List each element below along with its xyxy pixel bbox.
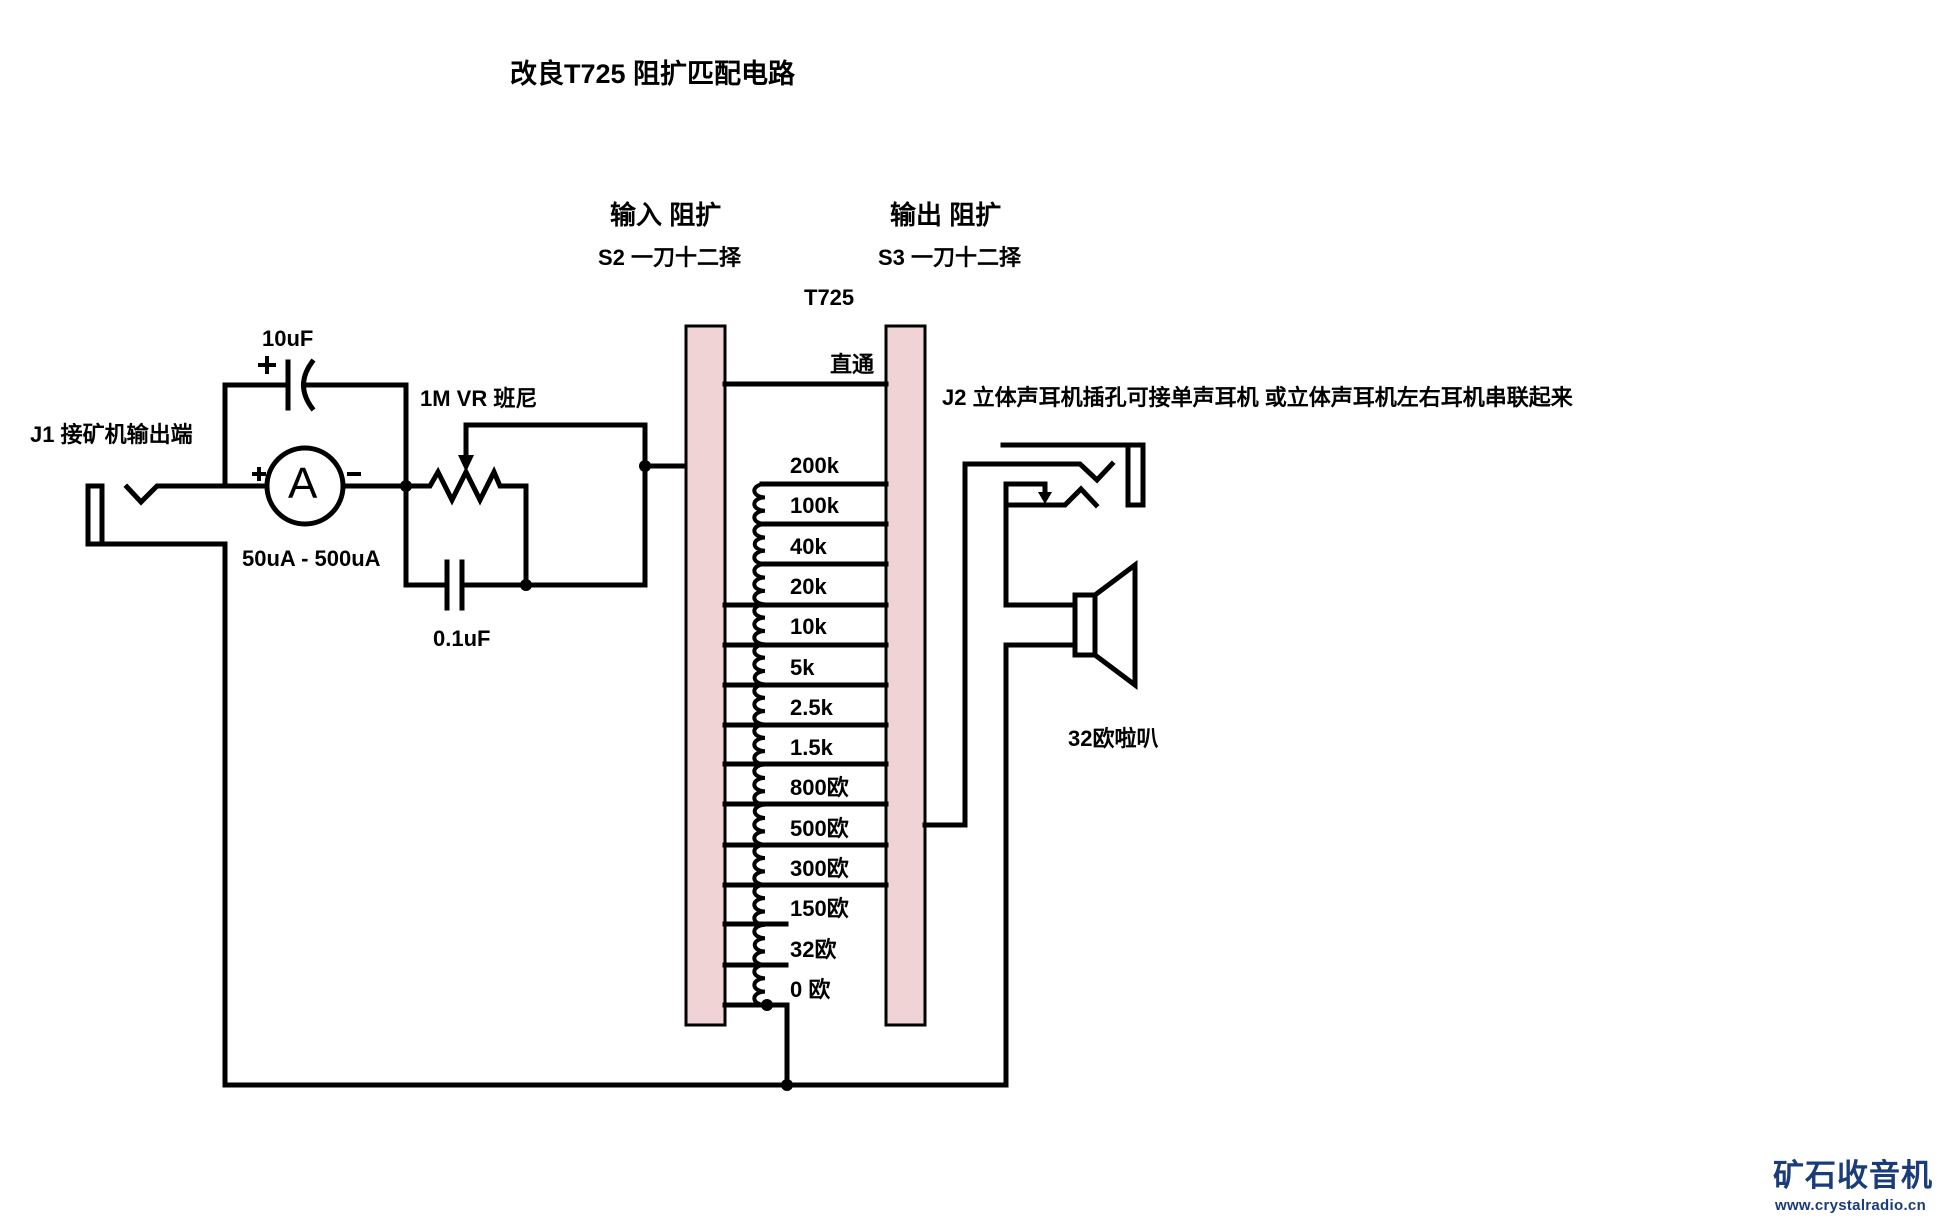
transformer-coil bbox=[752, 482, 766, 1007]
diagram-title: 改良T725 阻扩匹配电路 bbox=[510, 59, 796, 89]
bypass-label: 直通 bbox=[830, 352, 875, 377]
speaker-label: 32欧啦叭 bbox=[1068, 726, 1159, 751]
tap-label: 200k bbox=[790, 453, 839, 478]
input-switch-heading: 输入 阻扩 bbox=[610, 200, 722, 230]
tap-label: 32欧 bbox=[790, 936, 837, 962]
tap-label: 150欧 bbox=[790, 896, 849, 922]
transformer-label: T725 bbox=[804, 285, 855, 310]
j1-input-jack bbox=[85, 483, 268, 1088]
ammeter bbox=[222, 445, 409, 527]
output-switch-heading: 输出 阻扩 bbox=[890, 200, 1002, 230]
switch-s3-bar bbox=[884, 324, 927, 1027]
logo-url: www.crystalradio.cn bbox=[1775, 1197, 1927, 1214]
tap-label: 10k bbox=[790, 614, 827, 640]
ground-junction bbox=[781, 1079, 793, 1091]
tap-lines bbox=[722, 481, 889, 1088]
tap-label: 0 欧 bbox=[790, 976, 831, 1002]
capacitor-10uf bbox=[222, 356, 409, 489]
tap-label: 300欧 bbox=[790, 856, 849, 881]
output-switch-label: S3 一刀十二择 bbox=[878, 245, 1022, 270]
tap-label: 500欧 bbox=[790, 815, 849, 841]
logo-name: 矿石收音机 bbox=[1773, 1158, 1933, 1193]
tap-label: 2.5k bbox=[790, 694, 833, 720]
j2-label: J2 立体声耳机插孔可接单声耳机 或立体声耳机左右耳机串联起来 bbox=[942, 385, 1573, 410]
output-wire bbox=[922, 461, 968, 828]
ammeter-symbol: A bbox=[288, 459, 318, 508]
tap-label: 20k bbox=[790, 573, 827, 599]
speaker-32ohm bbox=[1003, 560, 1138, 1088]
input-switch-label: S2 一刀十二择 bbox=[598, 245, 742, 270]
variable-resistor-1m bbox=[400, 422, 689, 611]
meter-range-label: 50uA - 500uA bbox=[242, 546, 381, 571]
j1-label: J1 接矿机输出端 bbox=[30, 422, 193, 447]
vr-label: 1M VR 班尼 bbox=[420, 386, 538, 411]
tap-label: 100k bbox=[790, 493, 839, 519]
cap-10uf-label: 10uF bbox=[262, 326, 314, 351]
tap-label: 5k bbox=[790, 654, 815, 680]
j2-output-jack bbox=[962, 442, 1146, 608]
tap-label: 800欧 bbox=[790, 775, 849, 801]
tap-label: 1.5k bbox=[790, 735, 833, 761]
tap-label: 40k bbox=[790, 533, 827, 559]
switch-s2-bar bbox=[684, 324, 727, 1027]
cap-01uf-label: 0.1uF bbox=[433, 626, 491, 651]
